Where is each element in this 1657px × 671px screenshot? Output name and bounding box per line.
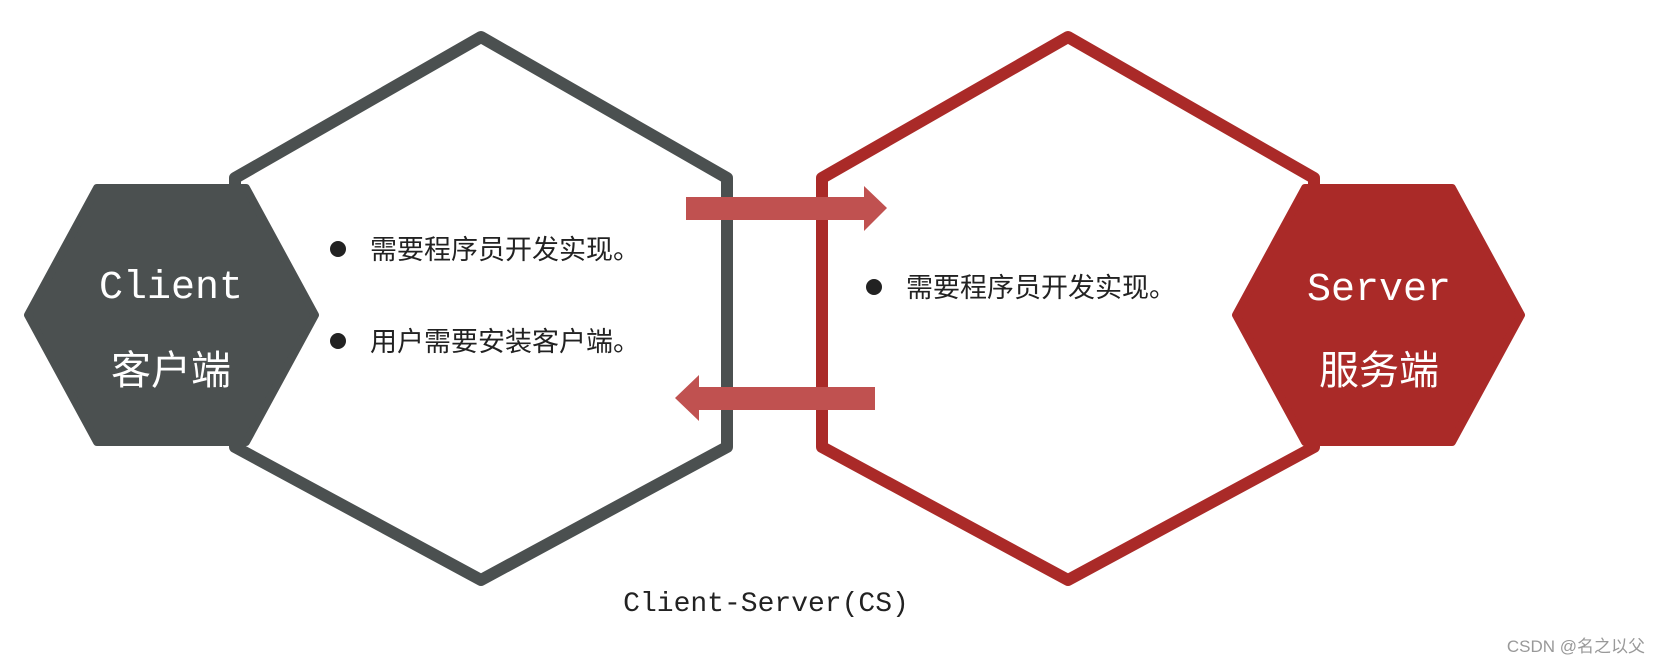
bullet-icon bbox=[330, 241, 346, 257]
bullet-icon bbox=[866, 279, 882, 295]
client-hexagon bbox=[24, 184, 319, 446]
bullet-icon bbox=[330, 333, 346, 349]
request-arrow bbox=[686, 186, 887, 231]
client-bullet: 需要程序员开发实现。 bbox=[370, 235, 640, 266]
server-outline-hexagon bbox=[816, 31, 1320, 586]
client-title-en: Client bbox=[99, 266, 243, 311]
client-bullet: 用户需要安装客户端。 bbox=[370, 327, 640, 358]
client-outline-hexagon bbox=[229, 31, 733, 586]
response-arrow bbox=[675, 375, 875, 421]
server-bullet: 需要程序员开发实现。 bbox=[906, 273, 1176, 304]
watermark: CSDN @名之以父 bbox=[1507, 637, 1645, 656]
server-title-cn: 服务端 bbox=[1319, 348, 1439, 394]
server-title-en: Server bbox=[1307, 268, 1451, 313]
diagram-caption: Client-Server(CS) bbox=[623, 589, 909, 620]
server-hexagon bbox=[1232, 184, 1525, 446]
client-title-cn: 客户端 bbox=[111, 348, 231, 394]
